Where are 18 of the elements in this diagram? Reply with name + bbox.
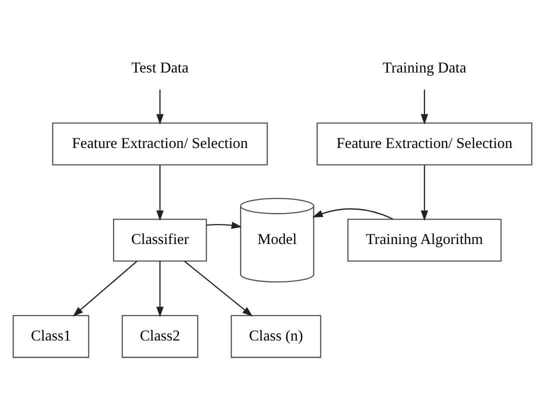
node-text: Test Data xyxy=(131,60,189,76)
arrow xyxy=(156,164,164,220)
node-box: Feature Extraction/ Selection xyxy=(316,122,532,165)
node-box: Training Algorithm xyxy=(347,218,502,262)
node-box: Class1 xyxy=(12,314,90,358)
arrow xyxy=(156,89,164,124)
arrow xyxy=(72,260,138,316)
node-text: Training Data xyxy=(382,60,466,76)
arrow xyxy=(420,89,428,124)
arrow xyxy=(156,260,164,317)
arrow xyxy=(312,208,394,220)
arrow xyxy=(184,260,253,316)
arrow xyxy=(206,221,242,228)
node-box: Class (n) xyxy=(230,314,322,358)
node-box: Classifier xyxy=(113,218,207,262)
node-box: Class2 xyxy=(122,314,198,358)
arrow xyxy=(420,164,428,220)
node-box: Feature Extraction/ Selection xyxy=(52,122,268,165)
